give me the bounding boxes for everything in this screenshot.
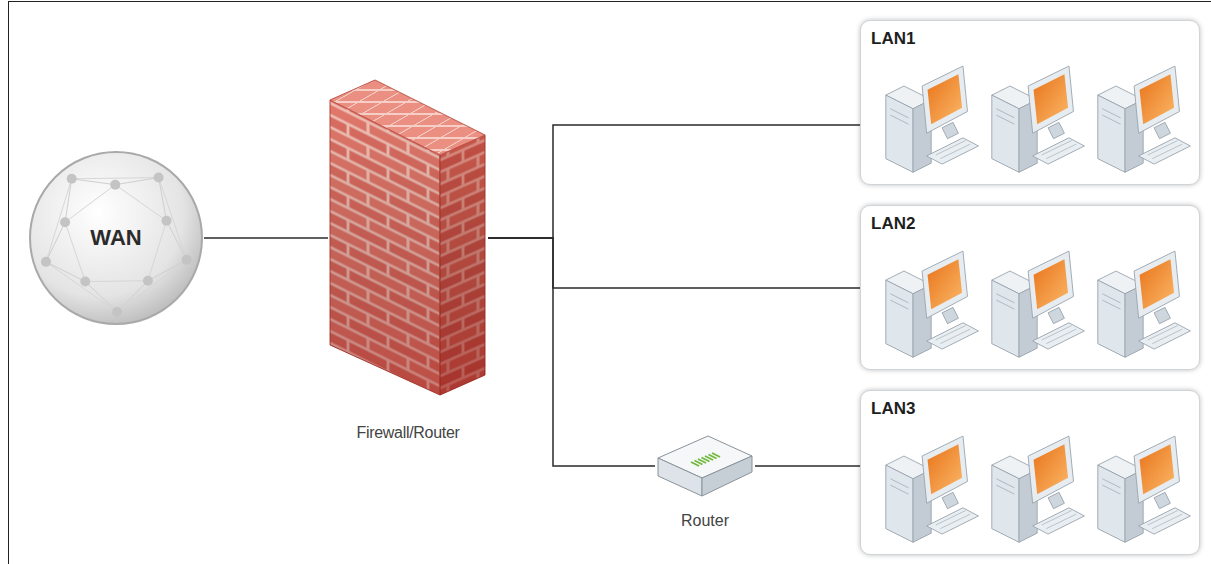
network-link [488, 238, 860, 288]
lan-label: LAN3 [871, 399, 915, 419]
node-label: WAN [90, 225, 141, 251]
lan-box: LAN3 [860, 390, 1200, 555]
computer-icon [886, 66, 979, 172]
router-icon [655, 428, 755, 500]
computer-icon [886, 251, 979, 357]
router-node: Router [655, 428, 755, 538]
computer-icon [992, 251, 1085, 357]
lan-label: LAN2 [871, 214, 915, 234]
computer-icon [992, 436, 1085, 542]
computer-icon [992, 66, 1085, 172]
node-label: Router [681, 512, 729, 530]
node-label: Firewall/Router [356, 424, 459, 442]
network-link [755, 465, 860, 467]
computer-icon [1098, 251, 1191, 357]
lan-box: LAN1 [860, 20, 1200, 185]
lan-box: LAN2 [860, 205, 1200, 370]
firewall-wall [328, 78, 488, 400]
computer-icon [1098, 436, 1191, 542]
network-link [488, 125, 860, 238]
network-link [488, 238, 655, 466]
computer-icon [1098, 66, 1191, 172]
frame-border [9, 2, 1211, 564]
wan-cloud: WAN [28, 150, 204, 326]
firewall-node: Firewall/Router [328, 78, 488, 458]
computer-icon [886, 436, 979, 542]
lan-label: LAN1 [871, 29, 915, 49]
network-link [204, 237, 328, 239]
